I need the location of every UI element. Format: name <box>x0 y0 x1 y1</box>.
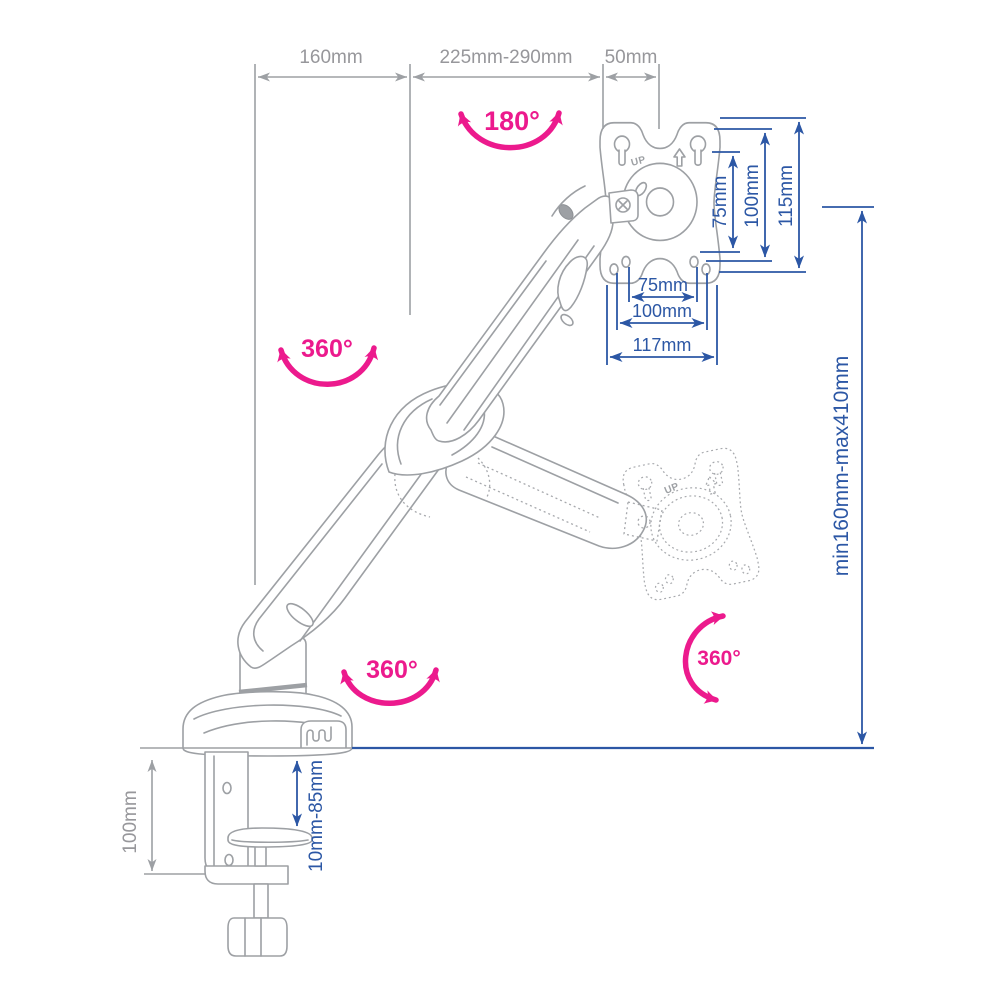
cable-clip <box>300 720 347 748</box>
rotation-arrow-mid-joint <box>277 345 379 387</box>
dimension-gray <box>140 64 660 875</box>
up-label: UP <box>630 154 647 168</box>
vesa-plate-ghost: UP <box>620 445 762 603</box>
base <box>182 690 353 757</box>
dim-label-clamp-100mm: 100mm <box>120 790 141 853</box>
rotation-label-360-mid: 360° <box>301 335 353 363</box>
dim-label-vesa-v75: 75mm <box>710 176 731 229</box>
dim-label-vesa-h100: 100mm <box>632 301 692 321</box>
desk-clamp <box>204 751 313 957</box>
dim-label-50mm: 50mm <box>605 47 658 68</box>
dim-label-clamp-range: 10mm-85mm <box>306 760 327 872</box>
vesa-plate: UP <box>599 121 721 285</box>
dim-label-vesa-h117: 117mm <box>633 335 692 355</box>
dimension-blue <box>292 117 874 827</box>
rotation-arrow-plate <box>682 611 726 704</box>
clevis-joint <box>608 189 639 224</box>
labels: 160mm 225mm-290mm 50mm 180° 360° 360° 36… <box>120 47 853 872</box>
rotation-arrow-base-swivel <box>340 667 440 706</box>
rotation-label-360-plate: 360° <box>697 647 740 670</box>
upper-arm <box>425 185 614 443</box>
dim-label-vesa-v115: 115mm <box>776 165 797 227</box>
rotation-label-360-base: 360° <box>366 656 418 684</box>
dim-label-vesa-v100: 100mm <box>742 164 763 227</box>
dim-label-160mm: 160mm <box>299 47 362 68</box>
dim-label-vesa-h75: 75mm <box>638 275 688 295</box>
dim-label-height-range: min160mm-max410mm <box>830 356 853 577</box>
clamp-screw <box>227 827 313 957</box>
rotation-label-180: 180° <box>484 106 540 136</box>
rotation-arrow-head-swivel <box>457 110 563 151</box>
dim-label-225-290mm: 225mm-290mm <box>439 47 572 68</box>
up-label-ghost: UP <box>663 481 681 497</box>
rotation-arrows <box>277 110 726 706</box>
